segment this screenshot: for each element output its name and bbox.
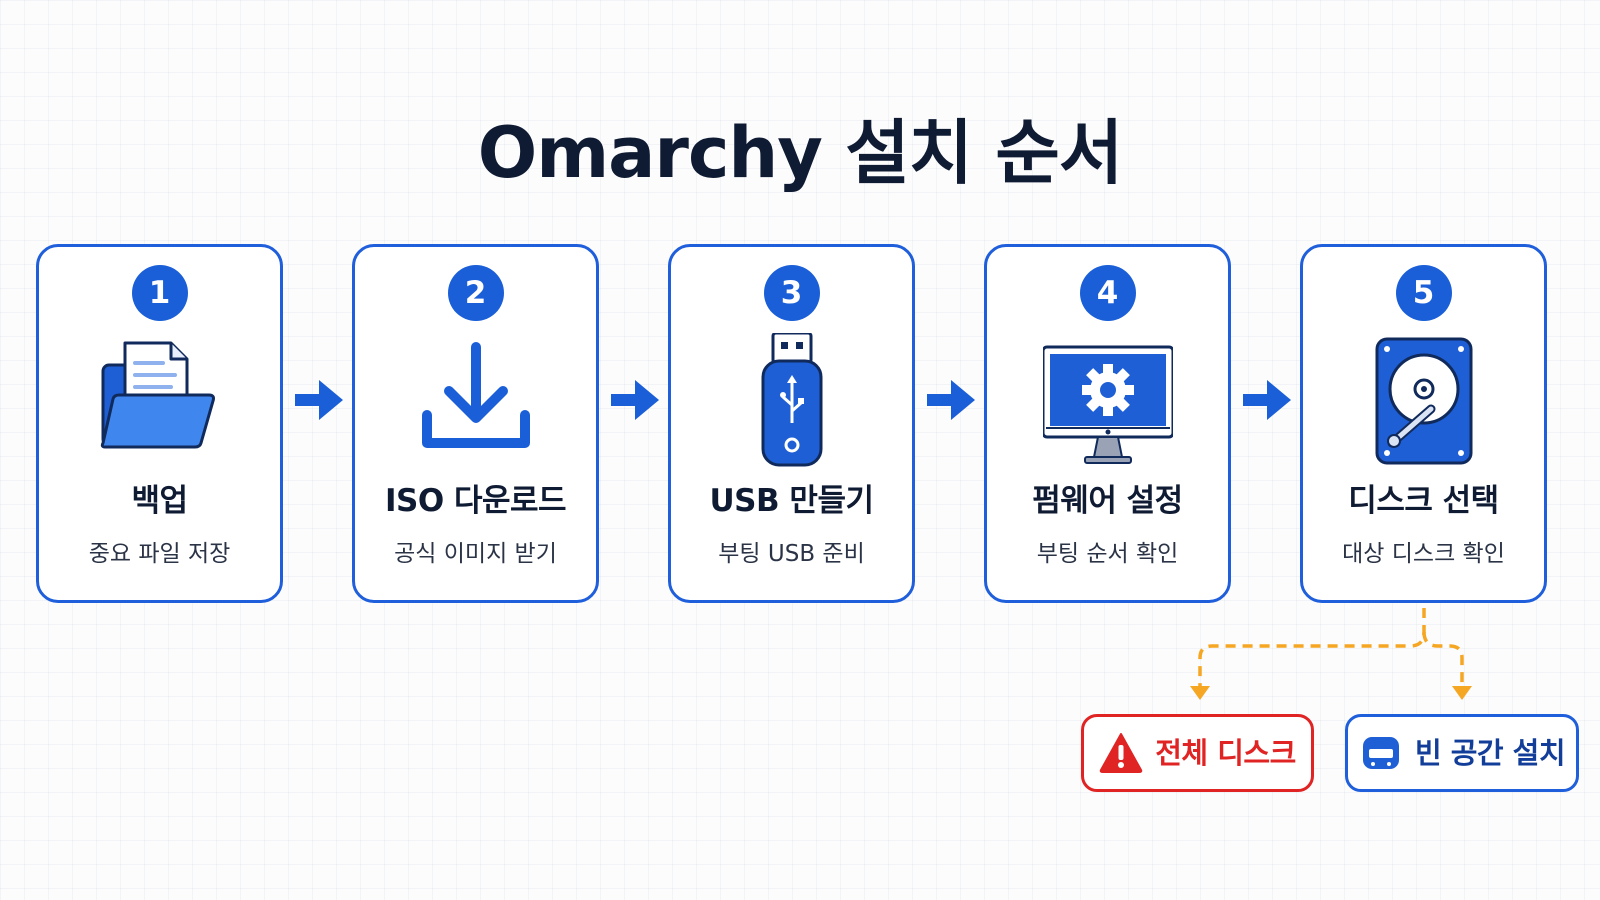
step-number-badge: 5 — [1395, 265, 1452, 321]
step-number-badge: 4 — [1079, 265, 1136, 321]
step-card-iso-download: 2 ISO 다운로드 공식 이미지 받기 — [352, 244, 599, 603]
step-number-badge: 3 — [763, 265, 820, 321]
flow-arrow-icon — [925, 378, 977, 422]
step-card-backup: 1 백업 중요 파일 저장 — [36, 244, 283, 603]
hard-disk-icon — [1359, 333, 1489, 469]
warning-icon — [1099, 731, 1143, 775]
option-label: 전체 디스크 — [1155, 736, 1296, 770]
flow-arrow-icon — [609, 378, 661, 422]
step-title: 디스크 선택 — [1348, 483, 1499, 519]
flow-arrow-icon — [293, 378, 345, 422]
usb-drive-icon — [727, 333, 857, 469]
diagram-title: Omarchy 설치 순서 — [477, 112, 1124, 194]
step-subtitle: 중요 파일 저장 — [88, 541, 231, 567]
step-subtitle: 대상 디스크 확인 — [1342, 541, 1505, 567]
step-subtitle: 부팅 USB 준비 — [718, 541, 865, 567]
flow-arrow-icon — [1241, 378, 1293, 422]
folder-icon — [95, 333, 225, 469]
option-label: 빈 공간 설치 — [1414, 736, 1566, 770]
branch-connector — [1190, 608, 1472, 700]
step-card-disk-select: 5 디스크 선택 대상 디스크 확인 — [1300, 244, 1547, 603]
step-number-badge: 2 — [447, 265, 504, 321]
step-subtitle: 부팅 순서 확인 — [1036, 541, 1179, 567]
option-free-space[interactable]: 빈 공간 설치 — [1345, 714, 1579, 792]
step-title: 펌웨어 설정 — [1032, 483, 1183, 519]
step-card-usb: 3 USB 만들기 부팅 USB 준비 — [668, 244, 915, 603]
monitor-gear-icon — [1042, 333, 1173, 469]
option-full-disk[interactable]: 전체 디스크 — [1081, 714, 1314, 792]
step-title: USB 만들기 — [709, 483, 874, 519]
disk-drive-icon — [1359, 731, 1403, 775]
download-icon — [411, 333, 541, 469]
step-title: ISO 다운로드 — [384, 483, 567, 519]
step-title: 백업 — [131, 483, 188, 519]
step-card-firmware: 4 펌웨어 설정 부팅 순서 확인 — [984, 244, 1231, 603]
step-number-badge: 1 — [131, 265, 188, 321]
step-subtitle: 공식 이미지 받기 — [394, 541, 557, 567]
